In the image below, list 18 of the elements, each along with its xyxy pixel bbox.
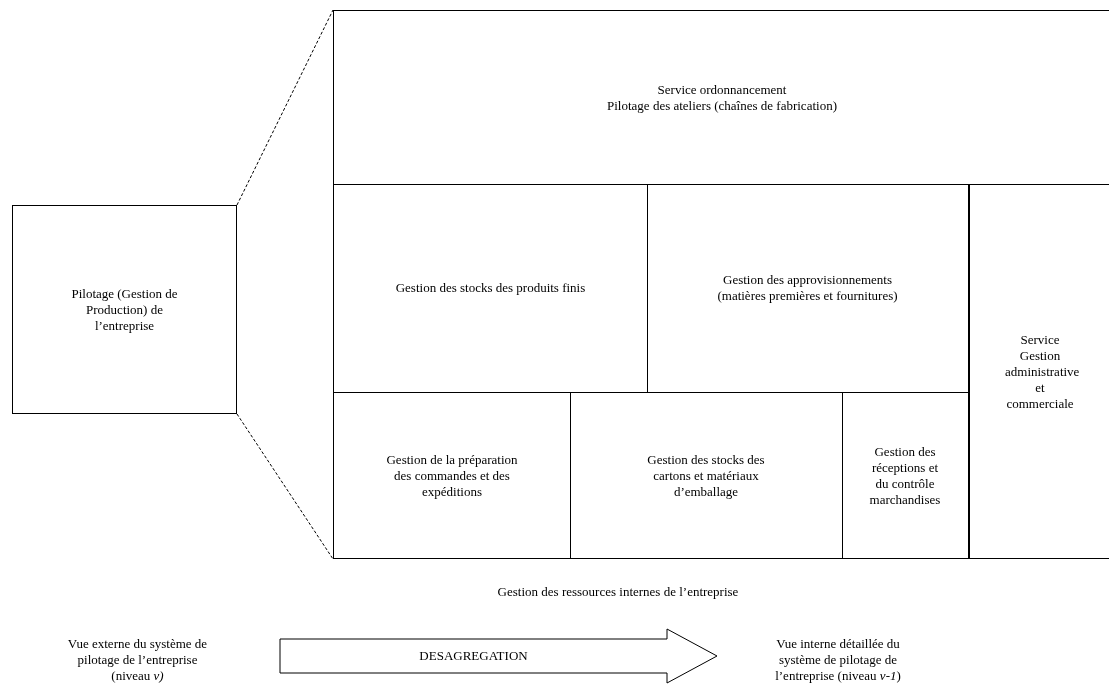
node-text: Pilotage (Gestion de Production) de l’entreprise bbox=[70, 285, 179, 334]
dotted-line bbox=[236, 9, 334, 206]
node-text: Gestion des stocks des produits finis bbox=[395, 280, 586, 296]
node-text: Service ordonnancement bbox=[657, 81, 787, 98]
node-text: Vue externe du système de pilotage de l’entreprise (niveau v) bbox=[66, 636, 209, 684]
grid-frame bbox=[333, 10, 1109, 559]
block-arrow bbox=[279, 628, 718, 684]
node-text: Gestion des stocks des cartons et matériaux d’emballage bbox=[646, 452, 766, 500]
node-text: Vue interne détaillée du système de pilotage de l’entreprise (niveau v-1) bbox=[774, 636, 902, 684]
caption-text: Gestion des ressources internes de l’entreprise bbox=[497, 584, 739, 600]
node-text: Gestion de la préparation des commandes et des expéditions bbox=[385, 452, 519, 500]
service-box bbox=[334, 184, 648, 393]
dotted-line bbox=[236, 413, 334, 560]
node-text: Gestion des réceptions et du contrôle marchandises bbox=[868, 444, 942, 508]
service-box bbox=[647, 184, 969, 393]
node-text: Pilotage des ateliers (chaînes de fabrication) bbox=[607, 97, 837, 114]
block-box bbox=[12, 205, 237, 414]
node-text: Gestion des approvisionnements (matières premières et fournitures) bbox=[716, 272, 899, 304]
